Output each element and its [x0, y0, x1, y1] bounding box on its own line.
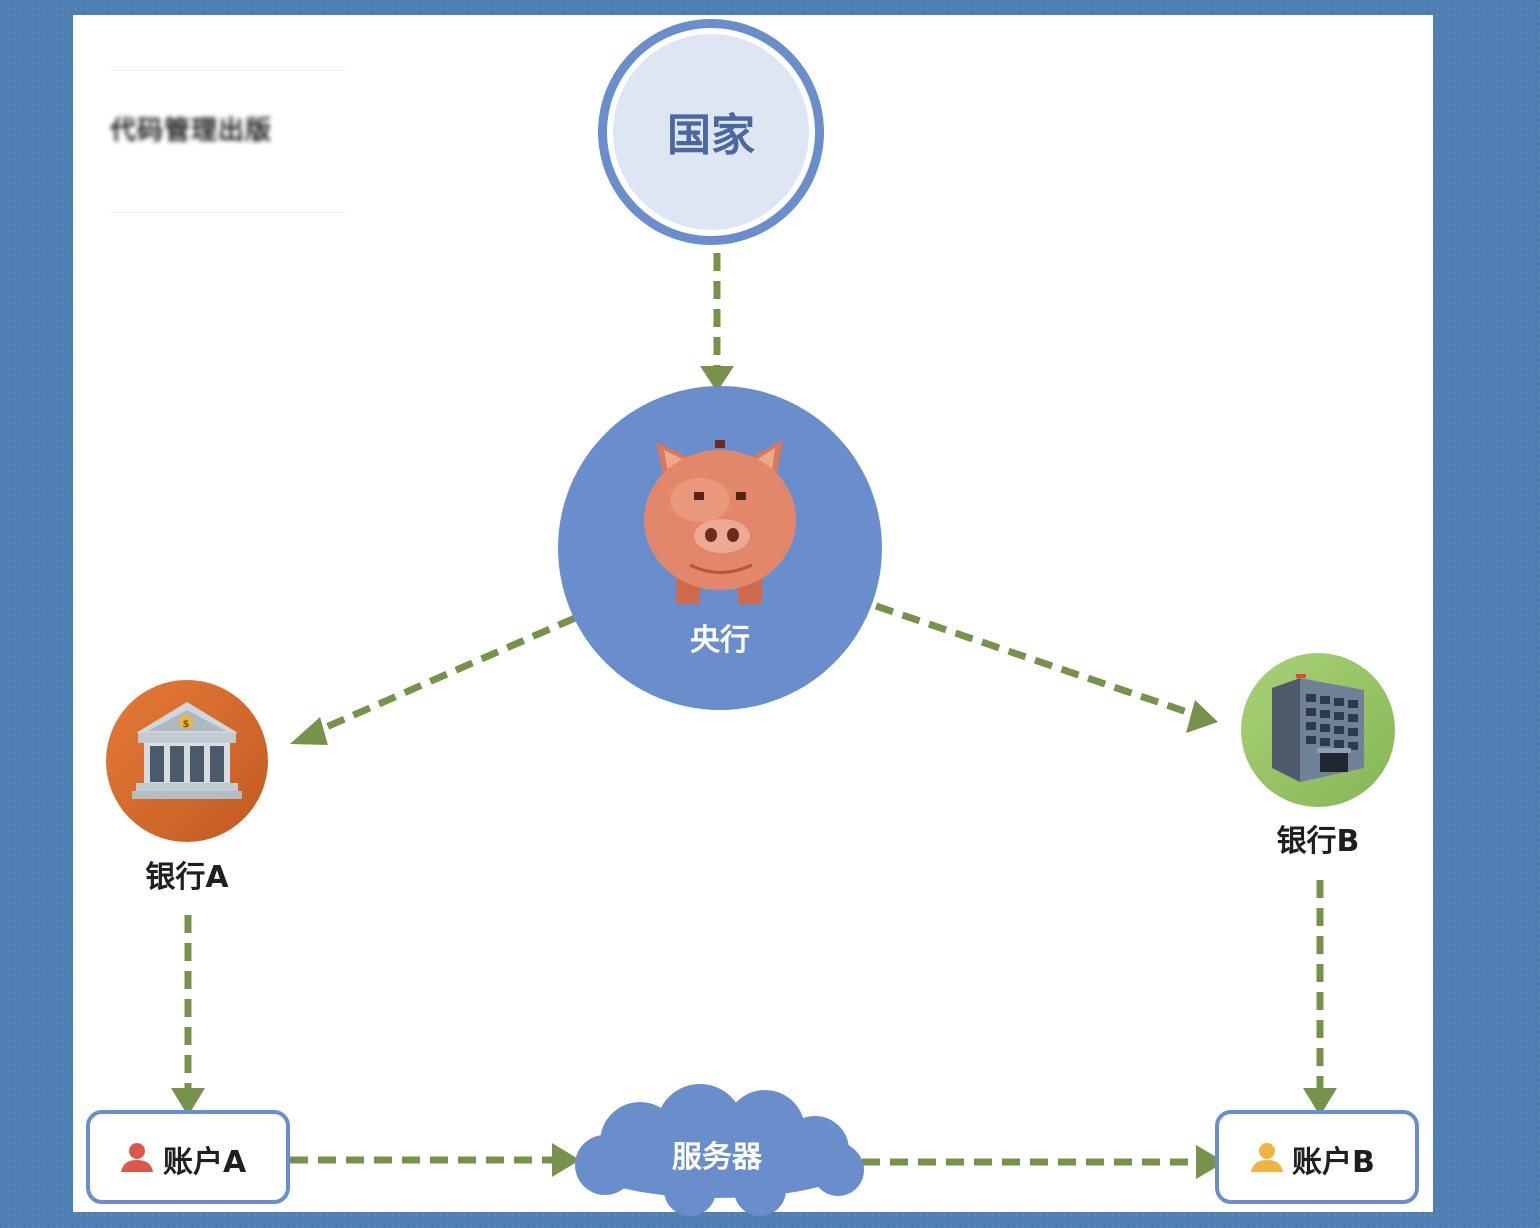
country-node: 国家	[598, 19, 824, 245]
central-bank-label: 央行	[690, 623, 750, 658]
bank-b-label: 银行B	[1277, 824, 1360, 859]
arrow-account-a-to-server	[290, 1143, 580, 1177]
central-bank-node: 央行	[558, 386, 882, 710]
arrow-server-to-account-b	[862, 1145, 1225, 1179]
account-a-box: 账户A	[86, 1110, 290, 1204]
bank-building-icon: $	[132, 702, 242, 799]
arrow-bank-a-to-account-a	[171, 915, 205, 1116]
bank-a-label: 银行A	[145, 860, 229, 895]
bank-b-node: 银行B	[1241, 653, 1395, 859]
office-building-icon	[1272, 674, 1364, 782]
blurred-header-title: 代码管理出版	[110, 116, 273, 146]
arrow-bank-b-to-account-b	[1303, 880, 1337, 1116]
bank-a-node: $ 银行A	[106, 680, 268, 895]
account-a-label: 账户A	[163, 1145, 247, 1180]
user-icon-yellow	[1251, 1143, 1283, 1172]
account-b-label: 账户B	[1292, 1145, 1375, 1180]
svg-text:$: $	[183, 719, 190, 730]
country-label: 国家	[667, 110, 755, 161]
user-icon-red	[121, 1143, 153, 1172]
piggy-bank-icon	[644, 440, 796, 604]
server-label: 服务器	[672, 1140, 763, 1175]
header-rule-top	[110, 70, 345, 71]
arrow-country-to-central	[700, 253, 734, 392]
arrow-central-to-bank-b	[874, 602, 1218, 733]
account-b-box: 账户B	[1215, 1110, 1419, 1204]
arrow-central-to-bank-a	[290, 614, 577, 745]
header-rule-bottom	[110, 212, 345, 213]
server-cloud: 服务器	[575, 1084, 864, 1216]
